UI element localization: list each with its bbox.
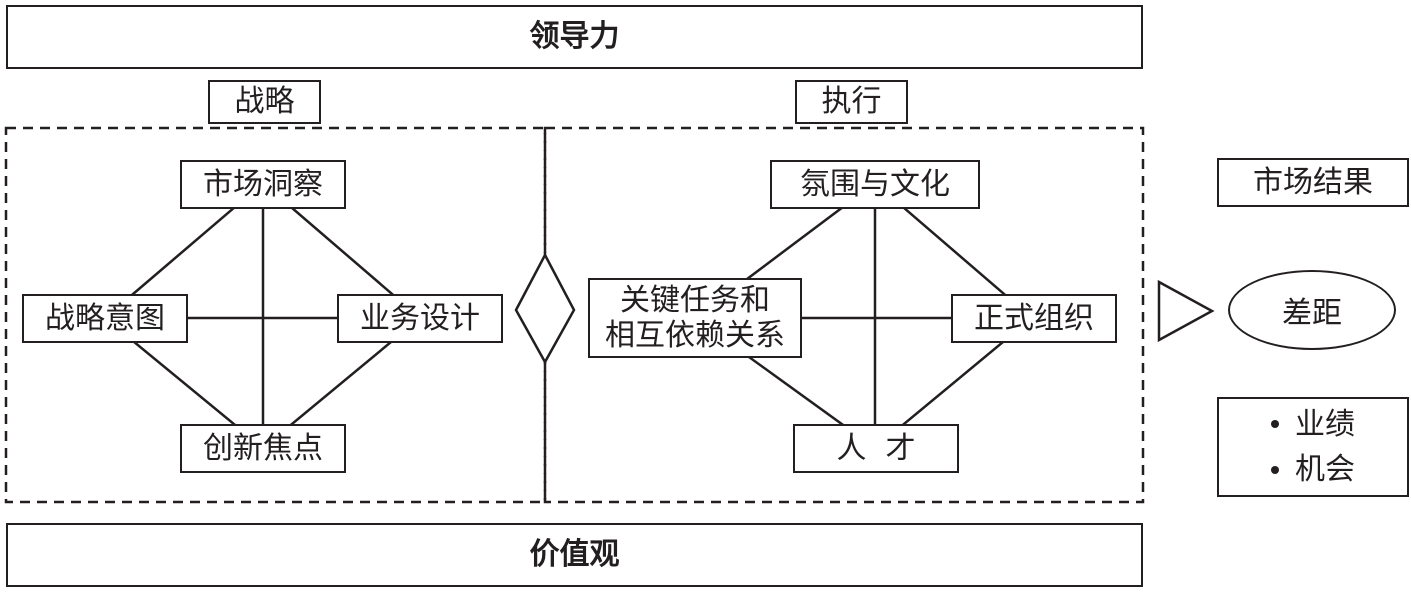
execution-node-talent: 人 才 (793, 424, 959, 473)
values-label: 价值观 (529, 537, 620, 573)
execution-label-box: 执行 (795, 80, 908, 124)
execution-label: 执行 (821, 84, 882, 120)
talent-text: 人 才 (836, 430, 916, 466)
key-tasks-text-line1: 关键任务和 (620, 282, 770, 318)
gap-text: 差距 (1282, 296, 1342, 331)
market-results-box: 市场结果 (1217, 158, 1409, 207)
gap-ellipse: 差距 (1228, 270, 1396, 350)
output-arrow-triangle (1157, 279, 1215, 343)
bullet-text-performance: 业绩 (1295, 406, 1355, 442)
market-results-text: 市场结果 (1253, 164, 1373, 200)
innovation-focus-text: 创新焦点 (203, 430, 323, 466)
key-tasks-text-line2: 相互依赖关系 (605, 318, 785, 353)
alignment-diamond (514, 252, 576, 365)
bullet-item-performance: 业绩 (1271, 407, 1355, 442)
formal-organization-text: 正式组织 (974, 300, 1094, 336)
leadership-label: 领导力 (529, 19, 620, 55)
bullet-item-opportunity: 机会 (1271, 452, 1355, 487)
bullet-text-opportunity: 机会 (1295, 452, 1355, 487)
climate-culture-text: 氛围与文化 (800, 166, 950, 202)
bullet-dot (1271, 420, 1279, 429)
execution-node-formal-organization: 正式组织 (951, 294, 1117, 343)
execution-node-key-tasks: 关键任务和 相互依赖关系 (588, 278, 802, 358)
results-bullet-list: 业绩 机会 (1217, 397, 1409, 497)
strategy-node-strategic-intent: 战略意图 (22, 294, 188, 343)
strategy-node-innovation-focus: 创新焦点 (180, 424, 346, 473)
execution-node-climate-culture: 氛围与文化 (770, 160, 980, 209)
market-insight-text: 市场洞察 (203, 166, 323, 202)
strategy-label-box: 战略 (208, 80, 321, 124)
strategy-dashed-frame (4, 126, 547, 504)
strategy-node-market-insight: 市场洞察 (180, 160, 346, 209)
values-bar: 价值观 (6, 523, 1143, 587)
strategy-node-business-design: 业务设计 (337, 294, 503, 343)
leadership-bar: 领导力 (6, 5, 1143, 69)
business-design-text: 业务设计 (360, 300, 480, 336)
bullet-dot (1271, 465, 1279, 474)
strategic-intent-text: 战略意图 (45, 300, 165, 336)
strategy-label: 战略 (234, 84, 295, 120)
